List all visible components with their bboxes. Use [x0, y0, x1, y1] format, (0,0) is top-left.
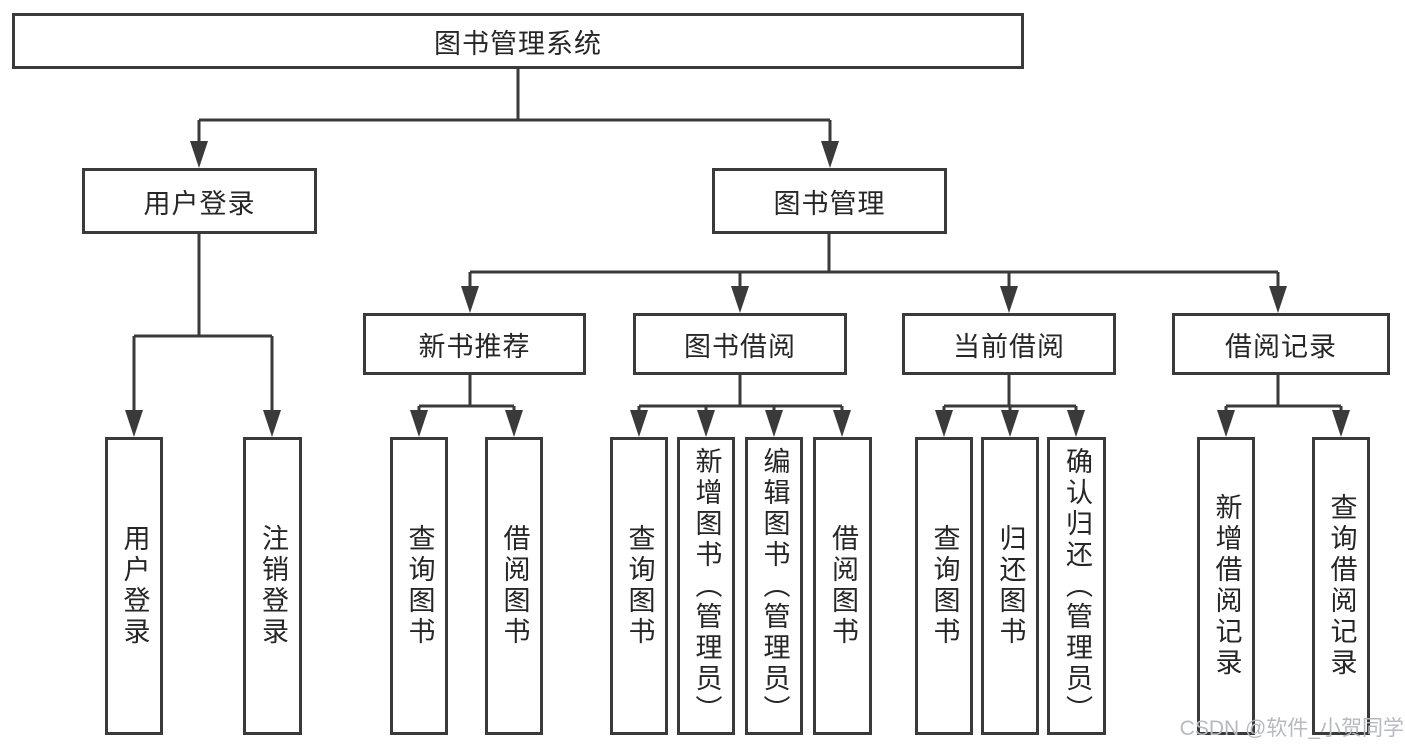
connector-user-login-to-leaves: [125, 234, 281, 437]
leaf-newbooks-query: 查询图书: [390, 437, 448, 735]
leaf-label: 确认归还（管理员）: [1062, 446, 1092, 726]
leaf-logout: 注销登录: [243, 437, 302, 735]
leaf-label: 编辑图书（管理员）: [759, 446, 790, 726]
leaf-label: 新增图书（管理员）: [691, 446, 722, 726]
csdn-watermark: CSDN @软件_小贺同学: [1179, 717, 1404, 740]
leaf-label: 归还图书: [995, 524, 1026, 648]
leaf-label: 借阅图书: [828, 524, 858, 648]
node-user-login: 用户登录: [82, 168, 317, 234]
leaf-records-add: 新增借阅记录: [1197, 437, 1255, 735]
node-book-management: 图书管理: [712, 168, 947, 234]
connector-book-management-to-level3: [461, 234, 1287, 313]
leaf-label: 用户登录: [119, 524, 150, 648]
leaf-borrow-edit-books: 编辑图书（管理员）: [745, 437, 803, 735]
leaf-newbooks-borrow: 借阅图书: [485, 437, 543, 735]
leaf-label: 借阅图书: [499, 524, 530, 648]
leaf-current-confirm-return: 确认归还（管理员）: [1047, 437, 1106, 735]
node-root: 图书管理系统: [12, 13, 1024, 69]
leaf-label: 注销登录: [258, 524, 288, 648]
node-book-borrow: 图书借阅: [633, 313, 847, 375]
connector-book-borrow-to-leaves: [630, 375, 851, 437]
leaf-borrow-add-books: 新增图书（管理员）: [677, 437, 735, 735]
leaf-current-return-books: 归还图书: [981, 437, 1039, 735]
leaf-borrow-borrow-books: 借阅图书: [813, 437, 872, 735]
node-current-borrow: 当前借阅: [902, 313, 1116, 375]
connector-root-to-level2: [190, 69, 839, 168]
connector-borrow-records-to-leaves: [1217, 375, 1350, 437]
leaf-label: 查询借阅记录: [1326, 493, 1357, 679]
leaf-user-login: 用户登录: [105, 437, 163, 735]
leaf-records-query: 查询借阅记录: [1312, 437, 1370, 735]
leaf-current-query-books: 查询图书: [915, 437, 973, 735]
leaf-label: 查询图书: [929, 524, 960, 648]
connector-current-borrow-to-leaves: [935, 375, 1085, 437]
connector-new-books-to-leaves: [410, 375, 523, 437]
leaf-label: 新增借阅记录: [1211, 493, 1242, 679]
leaf-label: 查询图书: [404, 524, 435, 648]
leaf-label: 查询图书: [624, 524, 655, 648]
leaf-borrow-query-books: 查询图书: [610, 437, 668, 735]
node-borrow-records: 借阅记录: [1172, 313, 1390, 375]
node-new-book-recommend: 新书推荐: [363, 313, 586, 375]
